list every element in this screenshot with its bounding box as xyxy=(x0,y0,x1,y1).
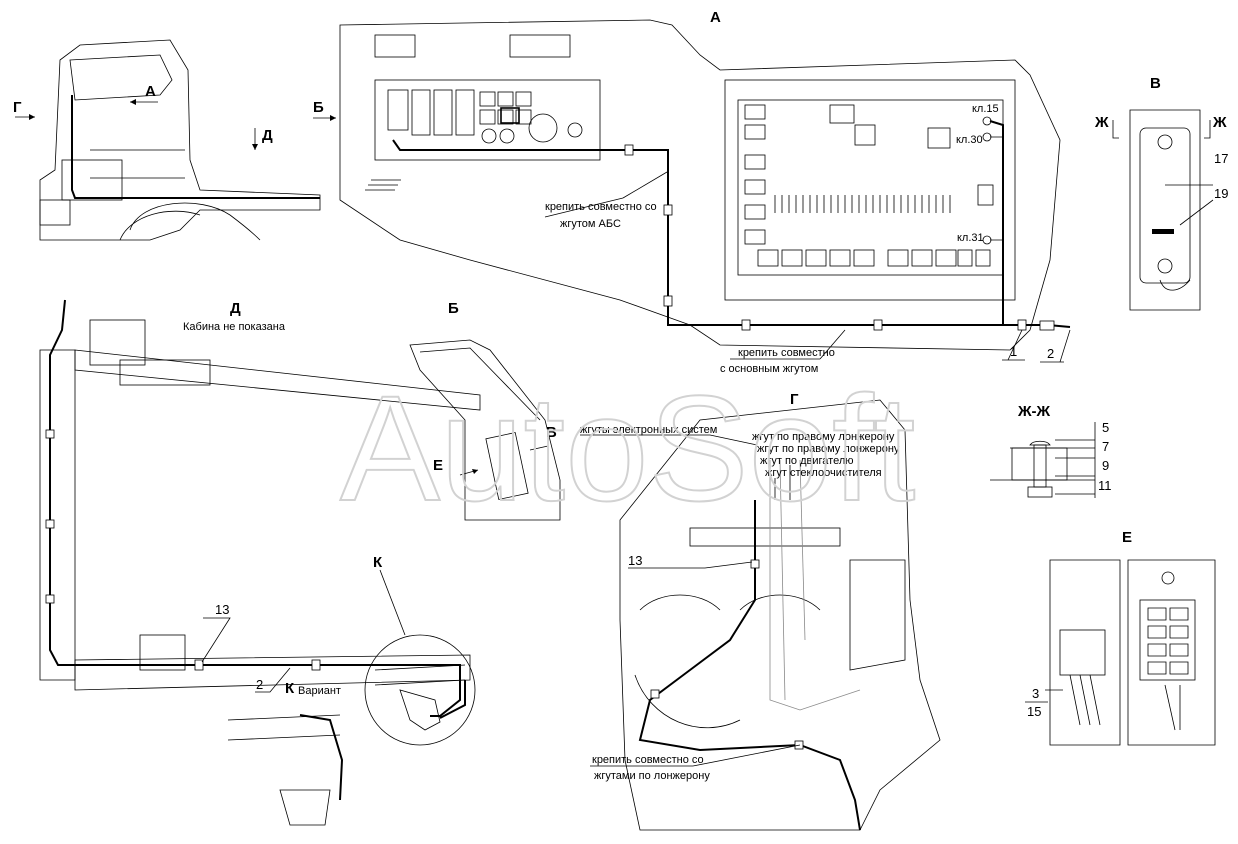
part-number-2-top: 2 xyxy=(1047,346,1054,361)
part-number-3: 3 xyxy=(1032,686,1039,701)
part-number-13-engine: 13 xyxy=(628,553,642,568)
part-number-9: 9 xyxy=(1102,458,1109,473)
view-label-ZhZh: Ж-Ж xyxy=(1017,403,1051,420)
note-harness-wiper: жгут стеклоочистителя xyxy=(765,467,882,479)
view-label-G: Г xyxy=(790,391,799,408)
part-number-15: 15 xyxy=(1027,704,1041,719)
note-cab-not-shown: Кабина не показана xyxy=(183,321,286,333)
view-label-K-variant: К xyxy=(285,680,295,697)
part-number-2-frame: 2 xyxy=(256,677,263,692)
part-number-11: 11 xyxy=(1098,478,1112,493)
harness-route-D xyxy=(49,299,461,717)
truck-cab-side-view: Г А Д xyxy=(13,39,321,241)
relay-box-fuse-row xyxy=(774,195,951,213)
harness-route-G xyxy=(638,500,861,831)
terminal-kl15: кл.15 xyxy=(972,103,999,115)
view-label-A-marker: А xyxy=(145,83,156,100)
note-k-variant: Вариант xyxy=(298,685,341,697)
watermark: AutoSoft xyxy=(340,364,915,532)
view-label-D-marker: Д xyxy=(262,127,273,144)
note-harness-engine: жгут по двигателю xyxy=(760,455,853,467)
note-attach-main-line1: крепить совместно xyxy=(738,347,835,359)
view-label-B-detail: Б xyxy=(448,300,459,317)
part-number-17: 17 xyxy=(1214,151,1228,166)
part-number-19: 19 xyxy=(1214,186,1228,201)
harness-route-A xyxy=(392,120,1004,326)
view-label-V: В xyxy=(1150,75,1161,92)
terminal-kl30: кл.30 xyxy=(956,134,983,146)
relay-box-connector-row xyxy=(757,249,991,267)
note-harness-right-2: жгут по правому лонжерону xyxy=(757,443,900,455)
view-B-marker: Б xyxy=(313,99,336,121)
section-mark-zh-left: Ж xyxy=(1094,114,1109,131)
view-D-frame: Д Кабина не показана 13 2 К К Вариант xyxy=(39,299,481,826)
view-V-relay-module: В Ж Ж 17 19 xyxy=(1094,75,1228,311)
view-E-connector: Е 3 15 xyxy=(1025,529,1216,746)
view-A-dashboard: А xyxy=(339,9,1071,375)
part-number-1: 1 xyxy=(1010,344,1017,359)
view-label-A: А xyxy=(710,9,721,26)
view-label-K: К xyxy=(373,554,383,571)
view-B-detail: Б В Е xyxy=(409,300,561,521)
note-attach-abs-line2: жгутом АБС xyxy=(560,218,621,230)
view-ZhZh-section: Ж-Ж 5 7 9 11 xyxy=(990,403,1112,498)
view-label-D: Д xyxy=(230,300,241,317)
terminal-kl31: кл.31 xyxy=(957,232,984,244)
note-attach-frame-line1: крепить совместно со xyxy=(592,754,704,766)
svg-text:Б: Б xyxy=(313,99,324,116)
view-label-G-marker: Г xyxy=(13,99,22,116)
part-number-5: 5 xyxy=(1102,420,1109,435)
view-G-engine-bay: Г 13 жгуты электронных систем жгут по пр… xyxy=(580,391,941,831)
note-attach-frame-line2: жгутами по лонжерону xyxy=(594,770,710,782)
view-label-V-marker: В xyxy=(546,424,557,441)
part-number-7: 7 xyxy=(1102,439,1109,454)
view-label-E-marker: Е xyxy=(433,457,443,474)
section-mark-zh-right: Ж xyxy=(1212,114,1227,131)
view-label-E: Е xyxy=(1122,529,1132,546)
part-number-13-frame: 13 xyxy=(215,602,229,617)
note-harness-right-1: жгут по правому лонжерону xyxy=(752,431,895,443)
note-harness-electronic: жгуты электронных систем xyxy=(580,424,717,436)
note-attach-main-line2: с основным жгутом xyxy=(720,363,818,375)
note-attach-abs-line1: крепить совместно со xyxy=(545,201,657,213)
